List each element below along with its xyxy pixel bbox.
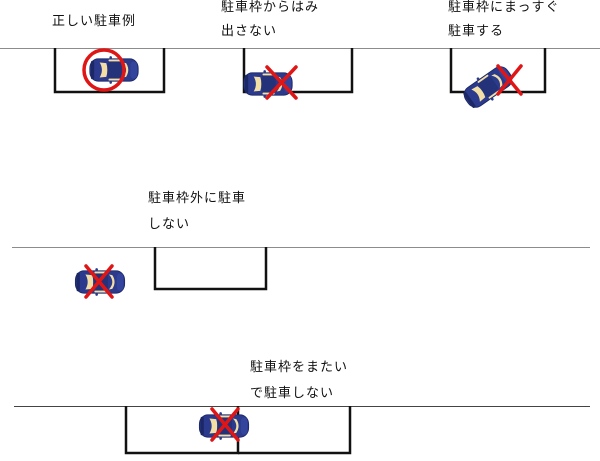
car-slanted (459, 61, 517, 113)
car-correct (90, 56, 138, 84)
parking-frame-outside (155, 247, 266, 289)
parking-frame-straddle-right (238, 406, 350, 453)
